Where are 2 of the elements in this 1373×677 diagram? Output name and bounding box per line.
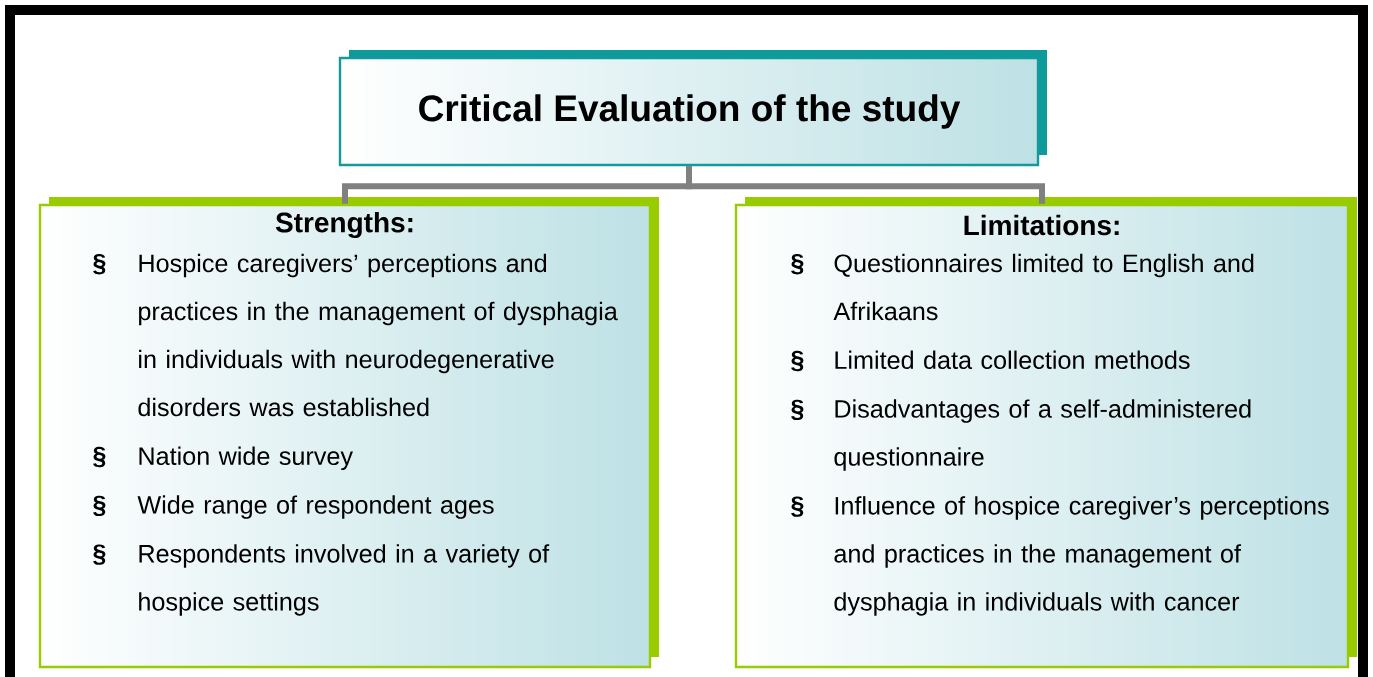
- title-box: Critical Evaluation of the study: [338, 50, 1047, 167]
- connector: [686, 166, 1045, 204]
